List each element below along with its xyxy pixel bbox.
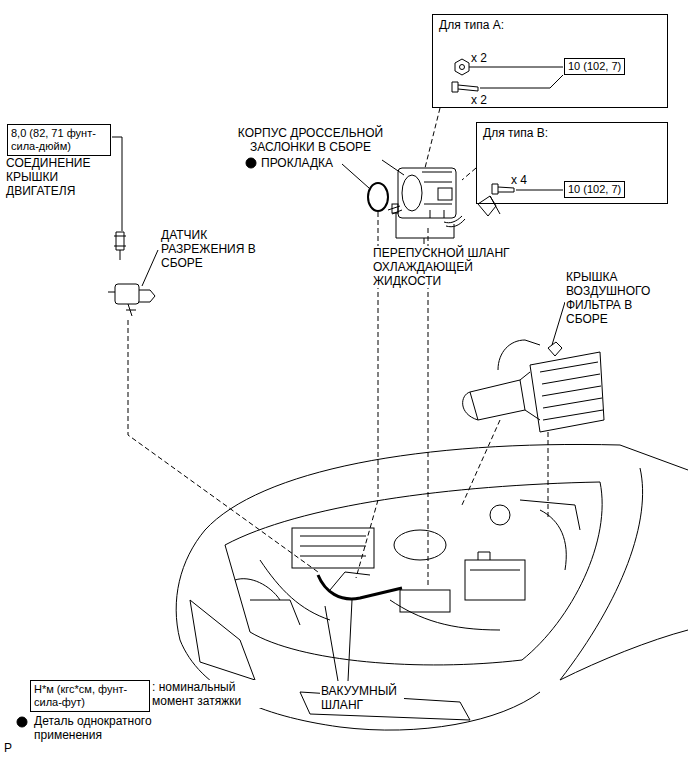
variant-heading: Для типа А: xyxy=(439,18,661,32)
legend-torque-box: Н*м (кгс*см, фунт-сила-фут) xyxy=(30,680,150,712)
part-name: КОРПУС ДРОССЕЛЬНОЙ ЗАСЛОНКИ В СБОРЕ xyxy=(232,126,389,154)
torque-box: 8,0 (82, 71 фунт-сила-дюйм) xyxy=(7,124,111,156)
torque-value: 10 (102, 7) xyxy=(568,183,621,196)
quantity-label: x 2 xyxy=(471,93,487,107)
part-name: ПРОКЛАДКА xyxy=(260,156,334,170)
variant-frame: Для типа А: x 2 x 2 10 (102, 7) xyxy=(432,14,668,108)
torque-box: 10 (102, 7) xyxy=(564,181,625,198)
part-name: ДАТЧИК РАЗРЕЖЕНИЯ В СБОРЕ xyxy=(160,228,257,270)
legend-text: Деталь однократного применения xyxy=(34,714,159,742)
quantity-label: x 4 xyxy=(511,173,527,187)
part-name: ПЕРЕПУСКНОЙ ШЛАНГ ОХЛАЖДАЮЩЕЙ ЖИДКОСТИ xyxy=(372,246,524,288)
legend-text: : номинальный момент затяжки xyxy=(152,680,272,708)
variant-heading: Для типа B: xyxy=(483,126,661,140)
part-name: ВАКУУМНЫЙ ШЛАНГ xyxy=(320,684,404,712)
legend-sample: Н*м (кгс*см, фунт-сила-фут) xyxy=(34,683,146,709)
torque-value: 8,0 (82, 71 фунт-сила-дюйм) xyxy=(11,127,107,153)
page-mark: P xyxy=(3,741,13,755)
quantity-label: x 2 xyxy=(471,51,487,65)
torque-value: 10 (102, 7) xyxy=(568,60,621,73)
part-name: СОЕДИНЕНИЕ КРЫШКИ ДВИГАТЕЛЯ xyxy=(5,156,107,198)
variant-frame: Для типа B: x 4 10 (102, 7) xyxy=(476,122,668,204)
torque-box: 10 (102, 7) xyxy=(564,58,625,75)
part-name: КРЫШКА ВОЗДУШНОГО ФИЛЬТРА В СБОРЕ xyxy=(565,270,667,326)
